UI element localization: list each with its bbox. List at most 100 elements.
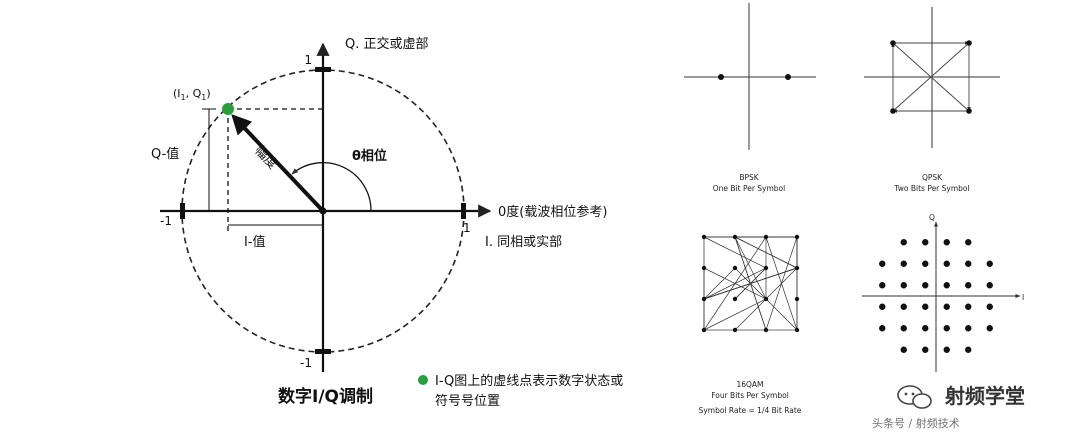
qam16-transition-line (703, 236, 767, 331)
iq-diagram: 1 -1 -1 1 Q. 正交或虚部 I. 同相或实部 0度(载波相位参考) Q… (151, 36, 623, 409)
tick-q-neg: -1 (300, 356, 312, 370)
qam16-point (794, 234, 800, 240)
qam32-point (943, 239, 950, 246)
symbol-point (222, 103, 234, 115)
zero-degree-label: 0度(载波相位参考) (498, 204, 607, 220)
qam32-point (943, 282, 950, 289)
qpsk-transitions (891, 41, 971, 113)
tick-q-pos: 1 (304, 53, 312, 67)
qam16-point (763, 327, 769, 333)
qam32-point (900, 260, 907, 267)
qam32-point (943, 346, 950, 353)
qpsk-point-tr (966, 40, 972, 46)
qam16-point (732, 234, 738, 240)
phase-arc (291, 162, 372, 212)
qam32-point (965, 303, 972, 310)
qam32-q-label: Q (929, 213, 935, 222)
qam32-point (965, 346, 972, 353)
qam32-point (943, 260, 950, 267)
amplitude-label: 幅度 (251, 143, 280, 173)
qam32-point (986, 282, 993, 289)
qam32-point (900, 303, 907, 310)
qam32-point (922, 303, 929, 310)
qam16-transition-line (734, 236, 767, 300)
qpsk-constellation: QPSK Two Bits Per Symbol (864, 7, 1000, 193)
qam32-point (879, 260, 886, 267)
qam32-point (922, 325, 929, 332)
qam32-point (922, 239, 929, 246)
qam16-point (794, 296, 800, 302)
qam32-point (986, 303, 993, 310)
qam32-point (965, 260, 972, 267)
qam32-point (986, 325, 993, 332)
wechat-icon (897, 385, 932, 409)
tick-i-pos: 1 (463, 221, 471, 235)
qam32-point (965, 239, 972, 246)
qam16-point (763, 234, 769, 240)
qam32-point (879, 303, 886, 310)
qpsk-title: QPSK (922, 173, 943, 182)
bpsk-point-right (785, 74, 791, 80)
point-label: (I1, Q1) (173, 87, 211, 102)
qam16-transition-lines (703, 236, 798, 331)
qam16-transition-line (734, 236, 798, 269)
i-axis-label: I. 同相或实部 (485, 235, 562, 250)
i-value-label: I-值 (244, 234, 266, 250)
qam16-points (701, 234, 800, 333)
qam32-point (986, 260, 993, 267)
qam16-point (794, 327, 800, 333)
qam16-point (701, 296, 707, 302)
qam32-i-label: I (1022, 293, 1024, 302)
qam16-title: 16QAM (736, 380, 763, 389)
qpsk-point-br (966, 108, 972, 114)
watermark-source: 头条号 / 射频技术 (872, 416, 960, 430)
qam32-point (943, 325, 950, 332)
qam32-point (879, 282, 886, 289)
amplitude-vector (231, 114, 325, 213)
bpsk-point-left (718, 74, 724, 80)
qam32-point (879, 325, 886, 332)
qpsk-subtitle: Two Bits Per Symbol (893, 184, 969, 193)
qam16-transition-line (703, 236, 767, 269)
tick-bar-i-neg (180, 203, 185, 219)
qam16-point (701, 327, 707, 333)
qam16-point (732, 296, 738, 302)
theta-label: θ相位 (352, 148, 387, 164)
tick-bar-q-pos (315, 67, 331, 72)
bpsk-constellation: BPSK One Bit Per Symbol (684, 3, 816, 193)
q-value-label: Q-值 (151, 146, 179, 162)
qam16-transition-line (703, 298, 767, 331)
watermark-brand: 射频学堂 (944, 384, 1025, 408)
tick-i-neg: -1 (160, 214, 172, 228)
legend-dot (418, 375, 428, 385)
q-axis-label: Q. 正交或虚部 (345, 36, 429, 52)
qam32-point (965, 282, 972, 289)
qam32-point (922, 346, 929, 353)
qam16-point (732, 327, 738, 333)
qam16-point (732, 265, 738, 271)
qam32-point (922, 260, 929, 267)
qam16-point (763, 296, 769, 302)
tick-bar-q-neg (315, 349, 331, 354)
qpsk-point-bl (890, 108, 896, 114)
qam16-point (794, 265, 800, 271)
qam16-transition-line (703, 267, 736, 300)
watermark: 射频学堂 头条号 / 射频技术 (872, 384, 1025, 430)
qam16-subtitle: Four Bits Per Symbol (711, 391, 789, 400)
qam16-point (701, 234, 707, 240)
qam32-point (900, 346, 907, 353)
qam32-point (900, 239, 907, 246)
qam32-point (922, 282, 929, 289)
qpsk-point-tl (890, 40, 896, 46)
tick-bar-i-pos (461, 203, 466, 219)
diagram-title: 数字I/Q调制 (278, 386, 373, 407)
qam16-note: Symbol Rate = 1/4 Bit Rate (699, 406, 802, 415)
qam32-point (943, 303, 950, 310)
qam32-constellation: Q I (862, 213, 1024, 372)
qam16-constellation: 16QAM Four Bits Per Symbol Symbol Rate =… (699, 234, 802, 415)
qam32-points (879, 239, 993, 353)
qam16-frame (703, 236, 798, 331)
legend-line-1: I-Q图上的虚线点表示数字状态或 (435, 373, 623, 389)
bpsk-title: BPSK (739, 173, 759, 182)
